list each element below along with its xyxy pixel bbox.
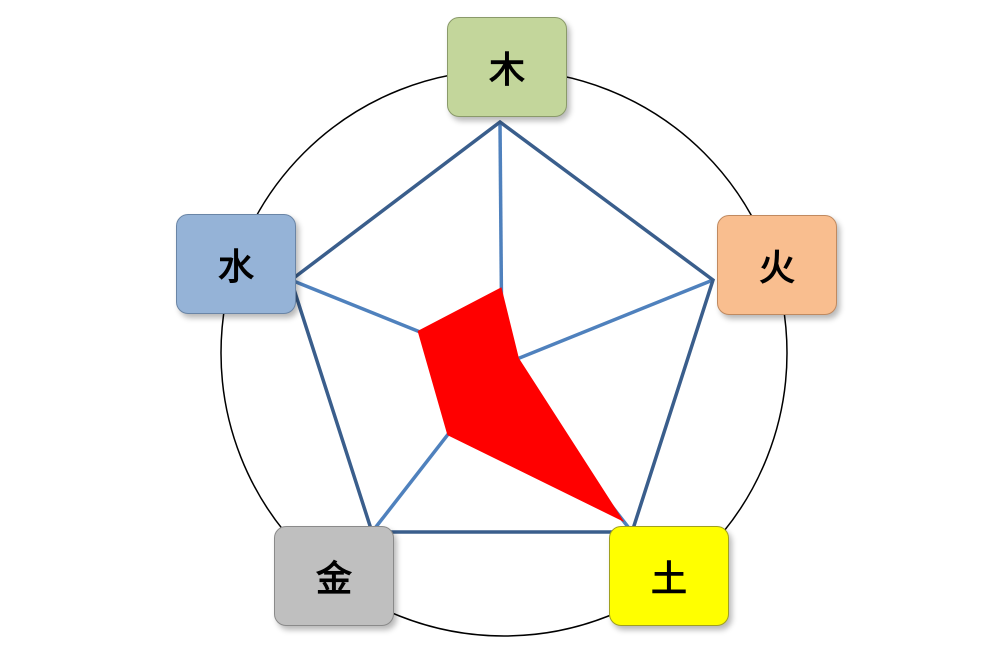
value-polygon bbox=[417, 287, 625, 522]
node-earth: 土 bbox=[609, 526, 729, 626]
node-wood: 木 bbox=[447, 17, 567, 117]
node-fire: 火 bbox=[717, 215, 837, 315]
node-water-label: 水 bbox=[217, 247, 254, 288]
node-earth-label: 土 bbox=[650, 559, 687, 600]
node-water: 水 bbox=[176, 214, 296, 314]
node-metal: 金 bbox=[274, 526, 394, 626]
outer-pentagon bbox=[288, 119, 716, 534]
spoke-fire bbox=[501, 278, 714, 367]
node-fire-label: 火 bbox=[758, 248, 795, 289]
node-wood-label: 木 bbox=[488, 50, 525, 91]
node-metal-label: 金 bbox=[315, 559, 352, 600]
